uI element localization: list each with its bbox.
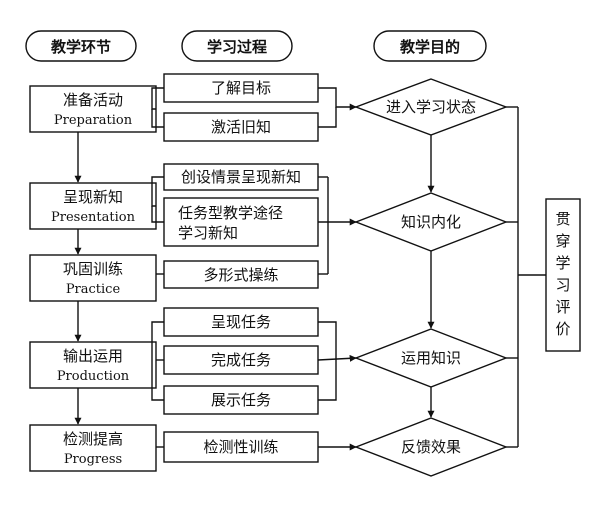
connector-process-7-to-goal [317,354,357,362]
stage-box-practice [29,254,157,302]
process-4-text-line2: 学习新知 [178,224,238,242]
connector-process-6-right [318,321,337,358]
evaluation-char-3: 学 [555,254,570,272]
goal-1-text: 进入学习状态 [386,98,476,116]
process-3-text: 创设情景呈现新知 [181,168,301,186]
connector-presentation-2 [151,206,164,223]
process-4-text-line1: 任务型教学途径 [178,204,283,222]
process-6-text: 呈现任务 [211,313,271,331]
connector-presentation [151,176,164,207]
goal-4-text: 反馈效果 [401,438,461,456]
stage-box-production [29,341,157,389]
stage-2-zh: 呈现新知 [63,188,123,206]
connector-preparation-2 [151,109,164,128]
header-goal-label: 教学目的 [399,38,460,56]
header-goal-pill [373,30,487,62]
header-process-pill [181,30,293,62]
stage-3-zh: 巩固训练 [63,260,123,278]
evaluation-char-6: 价 [555,320,570,338]
goal-2-text: 知识内化 [401,213,461,231]
goal-diamond-4 [354,417,508,477]
stage-1-zh: 准备活动 [63,91,123,109]
process-9-text: 检测性训练 [203,438,278,456]
process-2-text: 激活旧知 [211,118,271,136]
process-5-text: 多形式操练 [203,266,278,284]
process-7-text: 完成任务 [211,351,271,369]
evaluation-char-1: 贯 [555,210,570,228]
goal-3-text: 运用知识 [401,349,461,367]
connector-prep-goal-2 [318,107,337,128]
header-stage-pill [25,30,137,62]
stage-5-zh: 检测提高 [63,430,123,448]
stage-4-en: Production [57,369,130,384]
stage-box-progress [29,424,157,472]
evaluation-char-4: 习 [555,276,570,294]
stage-1-en: Preparation [54,113,133,128]
connector-process-8-right [318,358,337,401]
evaluation-char-5: 评 [555,298,570,316]
connector-prep-goal [318,87,357,111]
stage-2-en: Presentation [51,210,136,225]
stage-4-zh: 输出运用 [63,347,123,365]
connector-preparation [151,87,164,110]
connector-production-bracket [151,321,164,360]
evaluation-char-2: 穿 [555,232,570,250]
header-process-label: 学习过程 [207,38,267,56]
stage-3-en: Practice [66,282,121,297]
stage-5-en: Progress [64,452,122,467]
process-1-text: 了解目标 [211,79,271,97]
process-8-text: 展示任务 [211,391,271,409]
connector-production-bracket-2 [151,360,164,401]
header-stage-label: 教学环节 [50,38,111,56]
